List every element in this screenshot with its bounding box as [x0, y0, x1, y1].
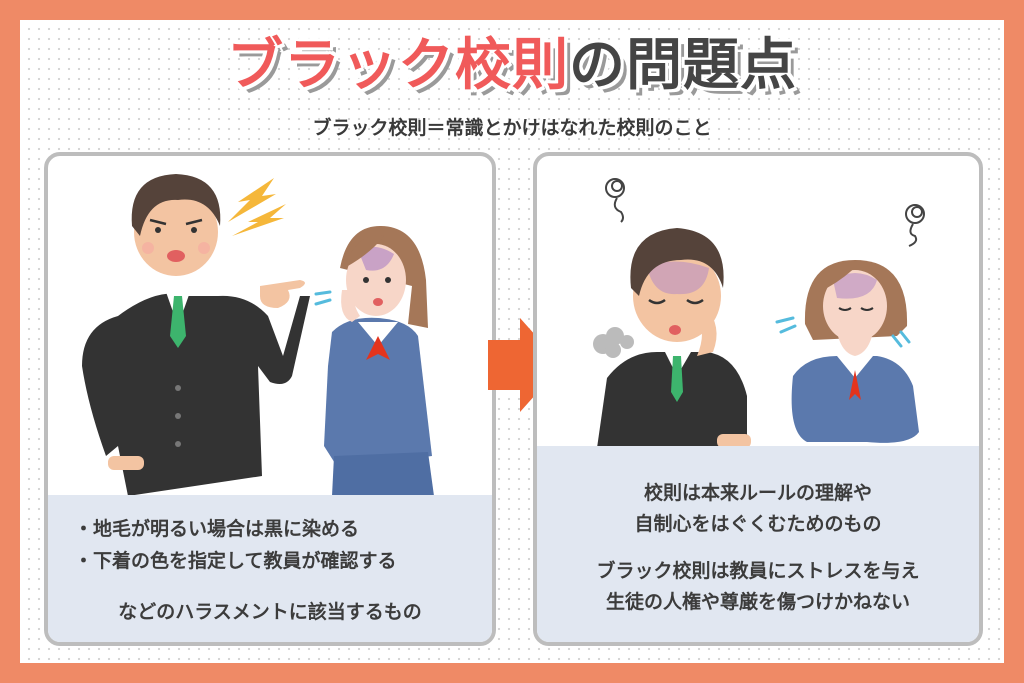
- text-line: 校則は本来ルールの理解や: [643, 482, 872, 504]
- purpose-paragraph: 校則は本来ルールの理解や 自制心をはぐくむためのもの: [537, 478, 979, 540]
- left-caption: 地毛が明るい場合は黒に染める 下着の色を指定して教員が確認する などのハラスメン…: [48, 495, 492, 642]
- sigh-cloud-icon: [593, 327, 634, 358]
- right-caption: 校則は本来ルールの理解や 自制心をはぐくむためのもの ブラック校則は教員にストレ…: [537, 446, 979, 642]
- problem-paragraph: ブラック校則は教員にストレスを与え 生徒の人権や尊厳を傷つけかねない: [537, 556, 979, 618]
- page-title: ブラック校則の問題点: [0, 30, 1024, 102]
- harassment-note: などのハラスメントに該当するもの: [118, 601, 422, 623]
- title-dark-part: の問題点: [569, 33, 797, 98]
- stressed-people-illustration: [593, 178, 925, 448]
- bullet-list: 地毛が明るい場合は黒に染める 下着の色を指定して教員が確認する: [74, 513, 396, 577]
- lightning-icon: [228, 178, 286, 236]
- bullet-item: 地毛が明るい場合は黒に染める: [74, 513, 396, 545]
- text-line: 生徒の人権や尊厳を傷つけかねない: [605, 591, 910, 613]
- angry-teacher-illustration: [82, 174, 434, 496]
- left-panel: 地毛が明るい場合は黒に染める 下着の色を指定して教員が確認する などのハラスメン…: [44, 152, 496, 646]
- text-line: ブラック校則は教員にストレスを与え: [596, 560, 920, 582]
- right-arrow-icon: [488, 318, 562, 412]
- title-red-part: ブラック校則: [227, 33, 569, 98]
- right-panel: 校則は本来ルールの理解や 自制心をはぐくむためのもの ブラック校則は教員にストレ…: [533, 152, 983, 646]
- scribble-stress-icon: [605, 178, 625, 223]
- text-line: 自制心をはぐくむためのもの: [634, 513, 882, 535]
- subtitle: ブラック校則＝常識とかけはなれた校則のこと: [312, 117, 712, 139]
- bullet-item: 下着の色を指定して教員が確認する: [74, 545, 396, 577]
- scribble-stress-icon: [905, 204, 925, 247]
